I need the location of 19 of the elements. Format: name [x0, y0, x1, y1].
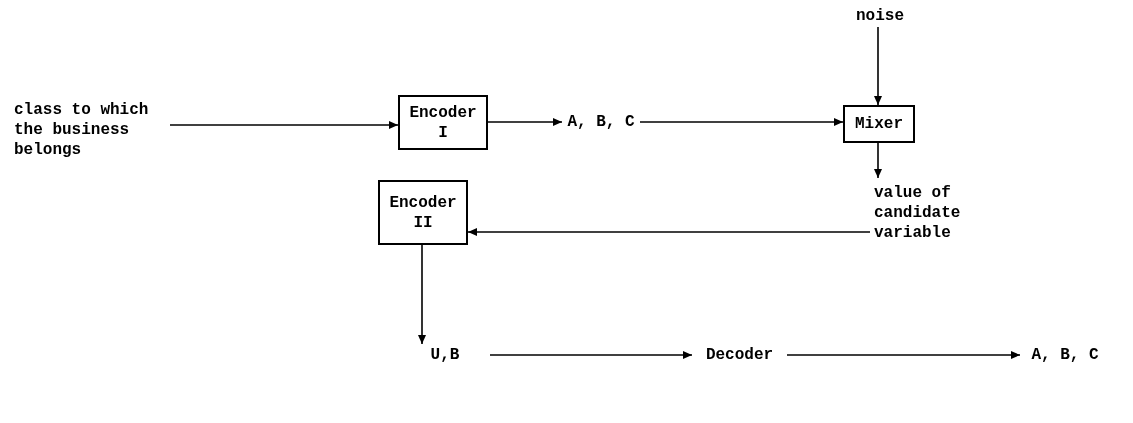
arrow: [489, 351, 693, 359]
arrow: [786, 351, 1021, 359]
node-label: A, B, C: [562, 111, 640, 133]
arrow: [639, 118, 844, 126]
arrow: [874, 26, 882, 106]
node-label: A, B, C: [1020, 344, 1110, 366]
arrow: [487, 118, 563, 126]
process-box: Encoder II: [378, 180, 468, 245]
node-label: class to which the business belongs: [10, 98, 170, 162]
node-label: U,B: [400, 344, 490, 366]
arrow: [418, 244, 426, 345]
node-label: noise: [850, 5, 910, 27]
node-label: Decoder: [692, 344, 787, 366]
arrow: [874, 142, 882, 179]
arrow: [169, 121, 399, 129]
arrow: [467, 228, 871, 236]
process-box: Encoder I: [398, 95, 488, 150]
node-label: value of candidate variable: [870, 178, 995, 248]
process-box: Mixer: [843, 105, 915, 143]
